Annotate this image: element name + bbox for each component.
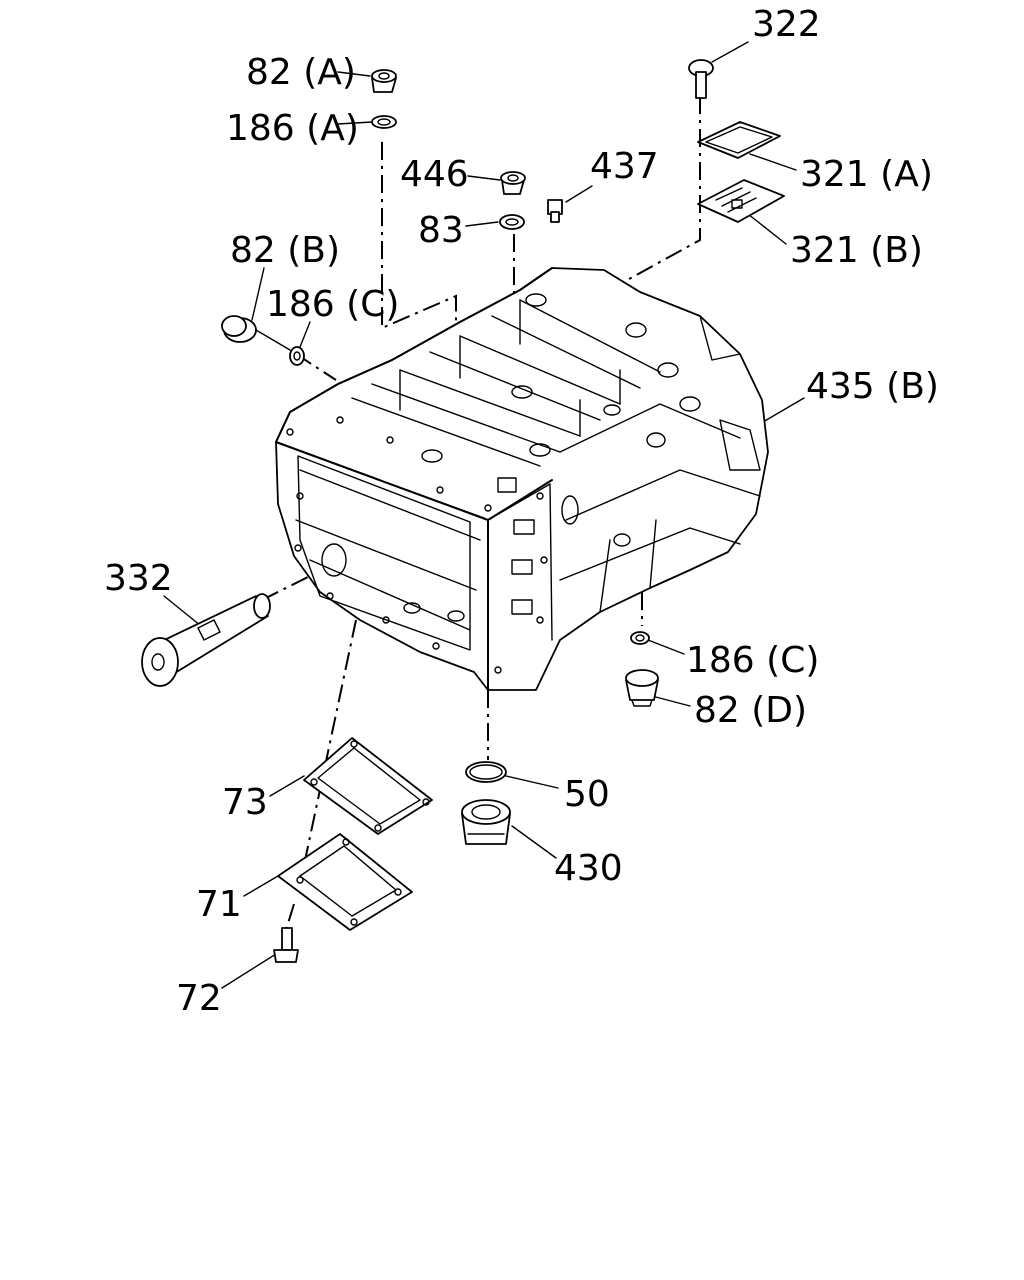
gasket-73 [303, 737, 433, 835]
plate-321-a [697, 121, 781, 159]
callout-71: 71 [196, 884, 242, 925]
shaft-332 [141, 593, 271, 687]
plug-82-d [625, 669, 659, 707]
plug-437 [547, 199, 563, 223]
callout-437: 437 [590, 146, 659, 187]
callout-82-d: 82 (D) [694, 690, 807, 731]
callout-322: 322 [752, 4, 821, 45]
plug-82-a [371, 69, 397, 93]
plate-321-b [697, 179, 785, 223]
o-ring-50 [465, 761, 507, 783]
plug-430 [461, 799, 511, 845]
callout-50: 50 [564, 774, 610, 815]
callout-82-b: 82 (B) [230, 230, 340, 271]
rivet-322 [688, 59, 714, 99]
callout-72: 72 [176, 978, 222, 1019]
plug-446 [500, 171, 526, 195]
washer-186-c-top [289, 346, 305, 366]
washer-186-c-bottom [630, 631, 650, 645]
callout-332: 332 [104, 558, 173, 599]
callout-430: 430 [554, 848, 623, 889]
callout-321-a: 321 (A) [800, 154, 933, 195]
callout-186-a: 186 (A) [226, 108, 359, 149]
callout-321-b: 321 (B) [790, 230, 923, 271]
transmission-case-435-b [275, 267, 769, 691]
bolt-72 [273, 927, 299, 963]
washer-83 [499, 214, 525, 230]
callout-73: 73 [222, 782, 268, 823]
plug-82-b [221, 315, 257, 343]
callout-446: 446 [400, 154, 469, 195]
callout-435-b: 435 (B) [806, 366, 939, 407]
callout-186-c-bottom: 186 (C) [686, 640, 819, 681]
callout-186-c-top: 186 (C) [266, 284, 399, 325]
washer-186-a [371, 115, 397, 129]
cover-71 [277, 833, 413, 931]
callout-83: 83 [418, 210, 464, 251]
